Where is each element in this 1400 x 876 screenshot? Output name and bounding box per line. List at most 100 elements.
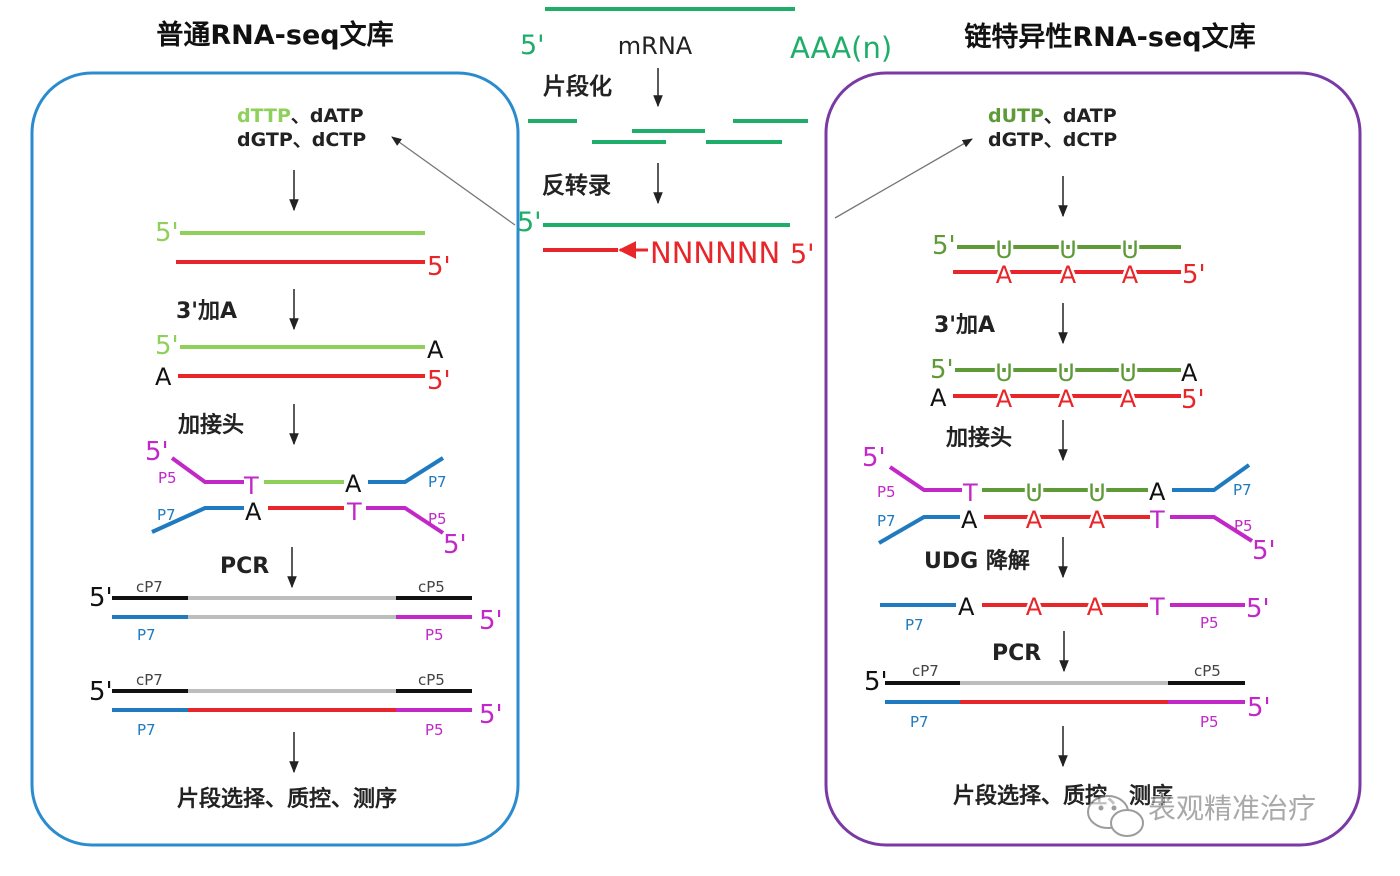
- right-nucleotides-line1: dUTP、dATP: [988, 105, 1117, 127]
- left-nucleotides-line1: dTTP、dATP: [237, 105, 364, 127]
- right-nuc-dutp: dUTP: [988, 105, 1044, 127]
- left-pcr1-p5: P5: [425, 626, 444, 644]
- left-pcr2-5prime: 5': [89, 677, 113, 707]
- left-adp-5prime-bottom: 5': [443, 530, 467, 560]
- left-ds-5prime-top: 5': [155, 218, 179, 248]
- left-pcr2-p5: P5: [425, 721, 444, 739]
- left-pcr-label: PCR: [220, 554, 269, 579]
- right-at-5prime-bottom: 5': [1181, 385, 1205, 415]
- right-udg-p5-label: P5: [1200, 614, 1219, 632]
- mrna-5prime-label: 5': [520, 30, 545, 61]
- left-at-a-top: A: [427, 336, 444, 364]
- left-title: 普通RNA-seq文库: [156, 19, 393, 51]
- left-at-5prime-top: 5': [155, 331, 179, 361]
- primer-5prime-label: 5': [790, 239, 815, 270]
- right-adp-p5-bottom-arm: [1170, 515, 1254, 543]
- right-nuc-datp: 、dATP: [1044, 105, 1117, 127]
- right-ds-u3: U: [1121, 236, 1139, 264]
- left-adp-a-top: A: [345, 470, 362, 498]
- watermark: 表观精准治疗: [1087, 791, 1317, 837]
- right-at-a2: A: [1058, 385, 1075, 413]
- right-at-u2: U: [1057, 359, 1075, 387]
- left-pcr2-cp5: cP5: [418, 671, 445, 689]
- left-at-5prime-bottom: 5': [427, 366, 451, 396]
- right-ds-a3: A: [1122, 261, 1139, 289]
- right-pcr-5prime: 5': [864, 667, 888, 697]
- center-mrna: 5' mRNA AAA(n) 片段化 反转录 5' NNNNNN 5': [517, 7, 892, 270]
- left-nuc-dttp: dTTP: [237, 105, 291, 127]
- right-pcr-5prime-end: 5': [1247, 693, 1271, 723]
- left-pcr1-5prime-end: 5': [479, 606, 503, 636]
- right-adp-p7-bottom: P7: [877, 512, 896, 530]
- right-adp-a-bottom: A: [961, 506, 978, 534]
- right-udg-a-start: A: [958, 593, 975, 621]
- left-panel: [30, 71, 520, 847]
- right-adp-p5-top: P5: [877, 483, 896, 501]
- right-at-u3: U: [1119, 359, 1137, 387]
- right-final-label: 片段选择、质控、测序: [953, 783, 1173, 809]
- left-adp-p7-top-arm: [368, 456, 445, 484]
- right-adp-t-bottom: T: [1149, 506, 1165, 534]
- right-adp-a1: A: [1026, 506, 1043, 534]
- left-at-a-bottom: A: [155, 363, 172, 391]
- right-ds-5prime-top: 5': [932, 231, 956, 261]
- right-at-5prime-top: 5': [930, 355, 954, 385]
- right-pcr-cp5: cP5: [1194, 662, 1221, 680]
- right-ds-a1: A: [996, 261, 1013, 289]
- right-udg-p7-label: P7: [905, 616, 924, 634]
- right-add-a-label: 3'加A: [934, 313, 995, 338]
- left-workflow: dTTP、dATP dGTP、dCTP 5' 5' 3'加A 5' A A 5'…: [89, 105, 503, 812]
- fragment-label: 片段化: [543, 73, 612, 100]
- left-adp-p5-bottom-arm: [366, 506, 445, 535]
- left-adp-p5-bottom: P5: [428, 510, 447, 528]
- mrna-label: mRNA: [618, 32, 693, 60]
- left-adp-p5-top: P5: [158, 469, 177, 487]
- left-adp-t-top: T: [243, 472, 259, 500]
- left-nuc-datp: 、dATP: [291, 105, 364, 127]
- right-ds-a2: A: [1060, 261, 1077, 289]
- right-adp-u2: U: [1088, 479, 1106, 507]
- left-pcr1-5prime: 5': [89, 583, 113, 613]
- right-at-a-bottom: A: [930, 384, 947, 412]
- left-ds-5prime-bottom: 5': [427, 252, 451, 282]
- connector-right: [834, 138, 973, 219]
- right-adp-p7-top-arm: [1172, 463, 1251, 492]
- primer-label: NNNNNN: [650, 236, 780, 270]
- right-pcr-p7: P7: [910, 713, 929, 731]
- right-adapter-label: 加接头: [945, 426, 1012, 451]
- left-add-a-label: 3'加A: [176, 299, 237, 324]
- left-pcr2-cp7: cP7: [136, 671, 163, 689]
- right-pcr-p5: P5: [1200, 713, 1219, 731]
- left-pcr2-5prime-end: 5': [479, 700, 503, 730]
- right-title: 链特异性RNA-seq文库: [964, 21, 1255, 53]
- right-udg-label: UDG 降解: [924, 548, 1030, 574]
- right-adp-t-top: T: [962, 479, 978, 507]
- right-pcr-cp7: cP7: [912, 662, 939, 680]
- right-adp-u1: U: [1025, 479, 1043, 507]
- left-pcr2-p7: P7: [137, 721, 156, 739]
- rt-5prime-label: 5': [517, 207, 542, 238]
- right-at-a-top: A: [1181, 359, 1198, 387]
- left-nucleotides-line2: dGTP、dCTP: [237, 129, 366, 151]
- left-final-label: 片段选择、质控、测序: [177, 786, 397, 812]
- right-ds-u2: U: [1059, 236, 1077, 264]
- polya-label: AAA(n): [790, 31, 892, 65]
- right-ds-5prime-bottom: 5': [1182, 260, 1206, 290]
- right-adp-a2: A: [1089, 506, 1106, 534]
- watermark-text: 表观精准治疗: [1148, 792, 1316, 825]
- left-adp-5prime-top: 5': [145, 437, 169, 467]
- left-adp-p7-bottom-arm: [151, 506, 244, 534]
- left-pcr1-p7: P7: [137, 626, 156, 644]
- left-pcr1-cp5: cP5: [418, 578, 445, 596]
- right-at-a3: A: [1120, 385, 1137, 413]
- mrna-fragments: [528, 119, 808, 144]
- right-udg-5prime-end: 5': [1246, 594, 1270, 624]
- connector-left: [391, 136, 516, 226]
- right-at-a1: A: [996, 385, 1013, 413]
- right-ds-u1: U: [995, 236, 1013, 264]
- right-adp-p5-top-arm: [888, 465, 962, 492]
- right-adp-a-top: A: [1149, 478, 1166, 506]
- right-udg-t: T: [1149, 593, 1165, 621]
- left-adp-p7-top: P7: [428, 473, 447, 491]
